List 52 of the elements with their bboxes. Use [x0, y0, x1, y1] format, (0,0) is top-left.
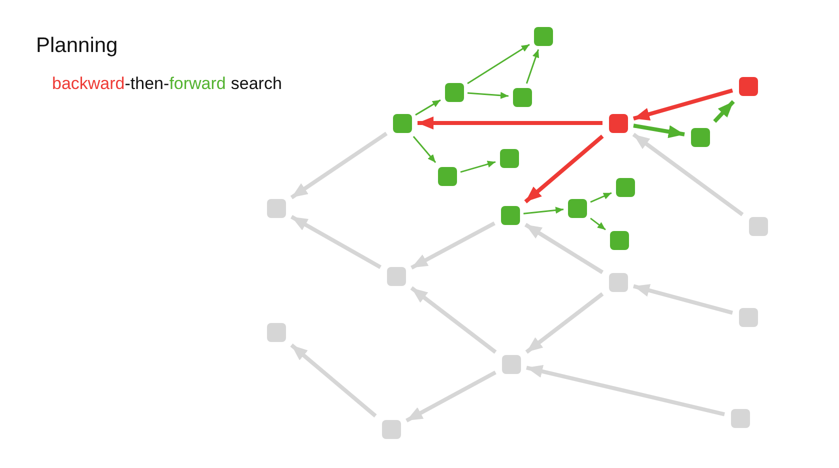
arrow — [523, 206, 564, 214]
arrow — [524, 222, 604, 274]
state-square — [500, 206, 520, 224]
state-square — [738, 76, 758, 96]
arrow — [632, 132, 744, 216]
arrow — [526, 365, 725, 416]
state-square — [500, 148, 518, 168]
arrow — [415, 99, 441, 116]
state-square — [610, 230, 628, 250]
state-square — [690, 128, 710, 146]
arrow — [467, 92, 509, 99]
arrow — [460, 160, 496, 173]
state-square — [502, 354, 520, 374]
state-square — [512, 88, 532, 106]
arrow — [290, 215, 382, 269]
arrow — [524, 134, 604, 204]
subtitle-word: -then- — [124, 74, 170, 94]
arrow — [410, 222, 496, 270]
arrow — [525, 292, 604, 354]
subtitle-word: backward — [52, 74, 125, 94]
arrow — [590, 192, 612, 203]
state-square — [616, 178, 634, 196]
state-square — [266, 322, 286, 342]
arrow — [290, 344, 377, 418]
arrow — [713, 100, 735, 123]
arrow — [410, 286, 497, 354]
state-square — [608, 114, 628, 132]
state-square — [534, 26, 552, 46]
subtitle-word: forward — [169, 74, 226, 94]
title: Planning — [36, 34, 118, 58]
arrow — [406, 370, 496, 422]
state-square — [382, 420, 400, 438]
arrow — [590, 218, 606, 230]
subtitle-word: search — [230, 74, 282, 94]
arrow — [632, 88, 734, 121]
state-square — [748, 216, 768, 236]
arrow — [418, 116, 602, 130]
arrow — [290, 132, 388, 200]
state-square — [568, 198, 586, 218]
state-square — [438, 166, 456, 186]
state-square — [730, 408, 750, 428]
state-square — [386, 266, 406, 286]
state-square — [266, 198, 286, 218]
state-square — [392, 114, 412, 132]
arrow — [632, 284, 734, 315]
arrow — [467, 44, 530, 84]
arrow — [633, 124, 685, 138]
arrow — [412, 136, 436, 163]
arrow — [526, 49, 540, 84]
state-square — [608, 272, 628, 292]
state-square — [444, 82, 464, 102]
state-square — [738, 308, 758, 326]
